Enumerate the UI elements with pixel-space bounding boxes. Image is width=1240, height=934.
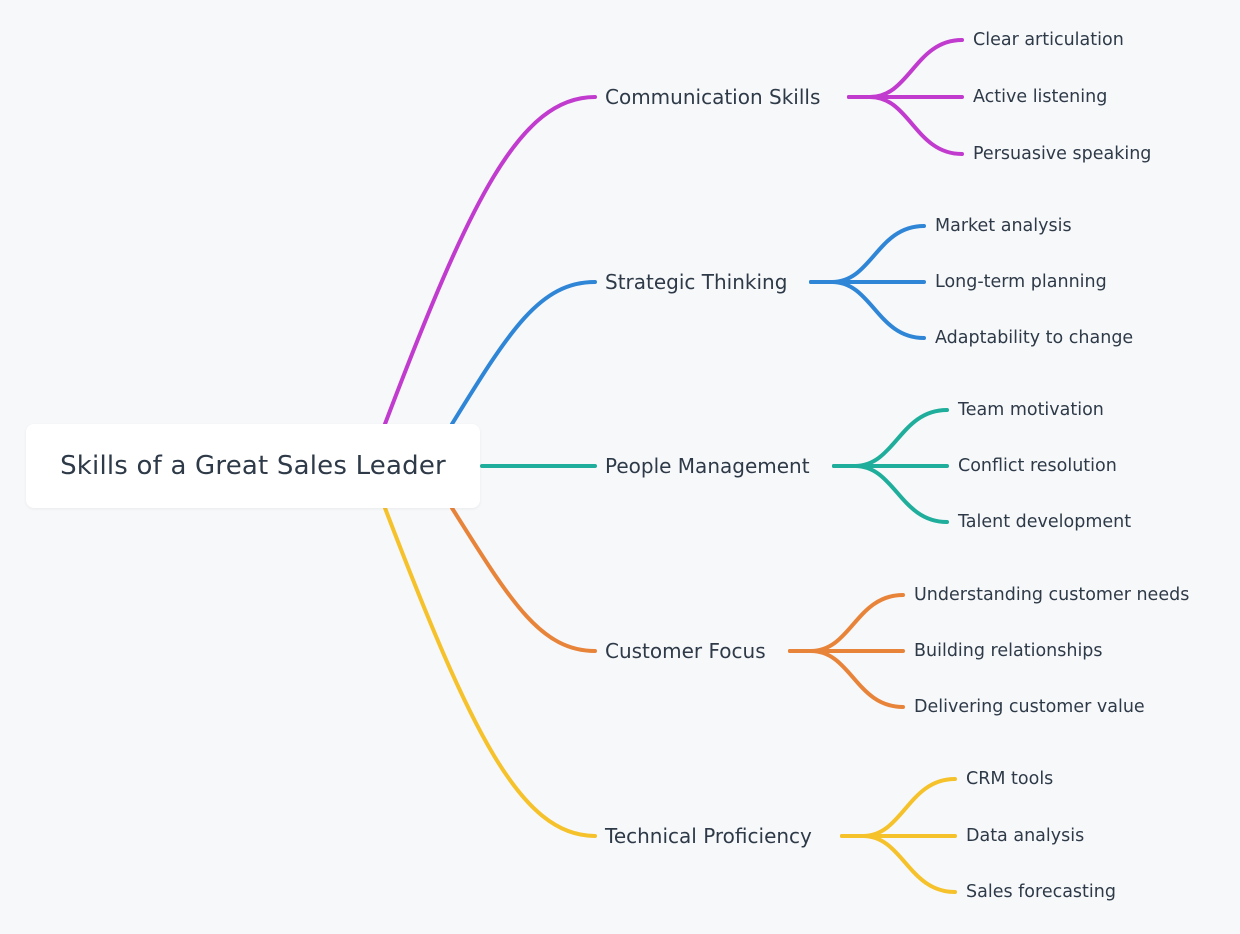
leaf-conflict-resolution[interactable]: Conflict resolution [958, 456, 1117, 476]
branch-people-management[interactable]: People Management [605, 454, 810, 478]
leaf-persuasive-speaking[interactable]: Persuasive speaking [973, 144, 1152, 164]
leaf-team-motivation[interactable]: Team motivation [958, 400, 1104, 420]
leaf-understanding-customer-needs[interactable]: Understanding customer needs [914, 585, 1190, 605]
leaf-long-term-planning[interactable]: Long-term planning [935, 272, 1107, 292]
leaf-market-analysis[interactable]: Market analysis [935, 216, 1072, 236]
leaf-delivering-customer-value[interactable]: Delivering customer value [914, 697, 1145, 717]
branch-customer-focus[interactable]: Customer Focus [605, 639, 766, 663]
leaf-sales-forecasting[interactable]: Sales forecasting [966, 882, 1116, 902]
connector-communication [383, 95, 597, 426]
branch-technical-proficiency[interactable]: Technical Proficiency [605, 824, 812, 848]
root-node-label: Skills of a Great Sales Leader [60, 451, 446, 481]
leaf-data-analysis[interactable]: Data analysis [966, 826, 1085, 846]
connector-customer [450, 506, 597, 653]
branch-strategic-thinking[interactable]: Strategic Thinking [605, 270, 788, 294]
branch-communication-skills[interactable]: Communication Skills [605, 85, 821, 109]
leaf-adaptability-to-change[interactable]: Adaptability to change [935, 328, 1134, 348]
leaf-clear-articulation[interactable]: Clear articulation [973, 30, 1124, 50]
connector-technical [383, 506, 597, 838]
leaf-crm-tools[interactable]: CRM tools [966, 769, 1054, 789]
leaf-building-relationships[interactable]: Building relationships [914, 641, 1103, 661]
root-node[interactable]: Skills of a Great Sales Leader [26, 424, 480, 508]
leaf-talent-development[interactable]: Talent development [958, 512, 1132, 532]
connector-strategic [450, 280, 597, 426]
leaf-active-listening[interactable]: Active listening [973, 87, 1108, 107]
